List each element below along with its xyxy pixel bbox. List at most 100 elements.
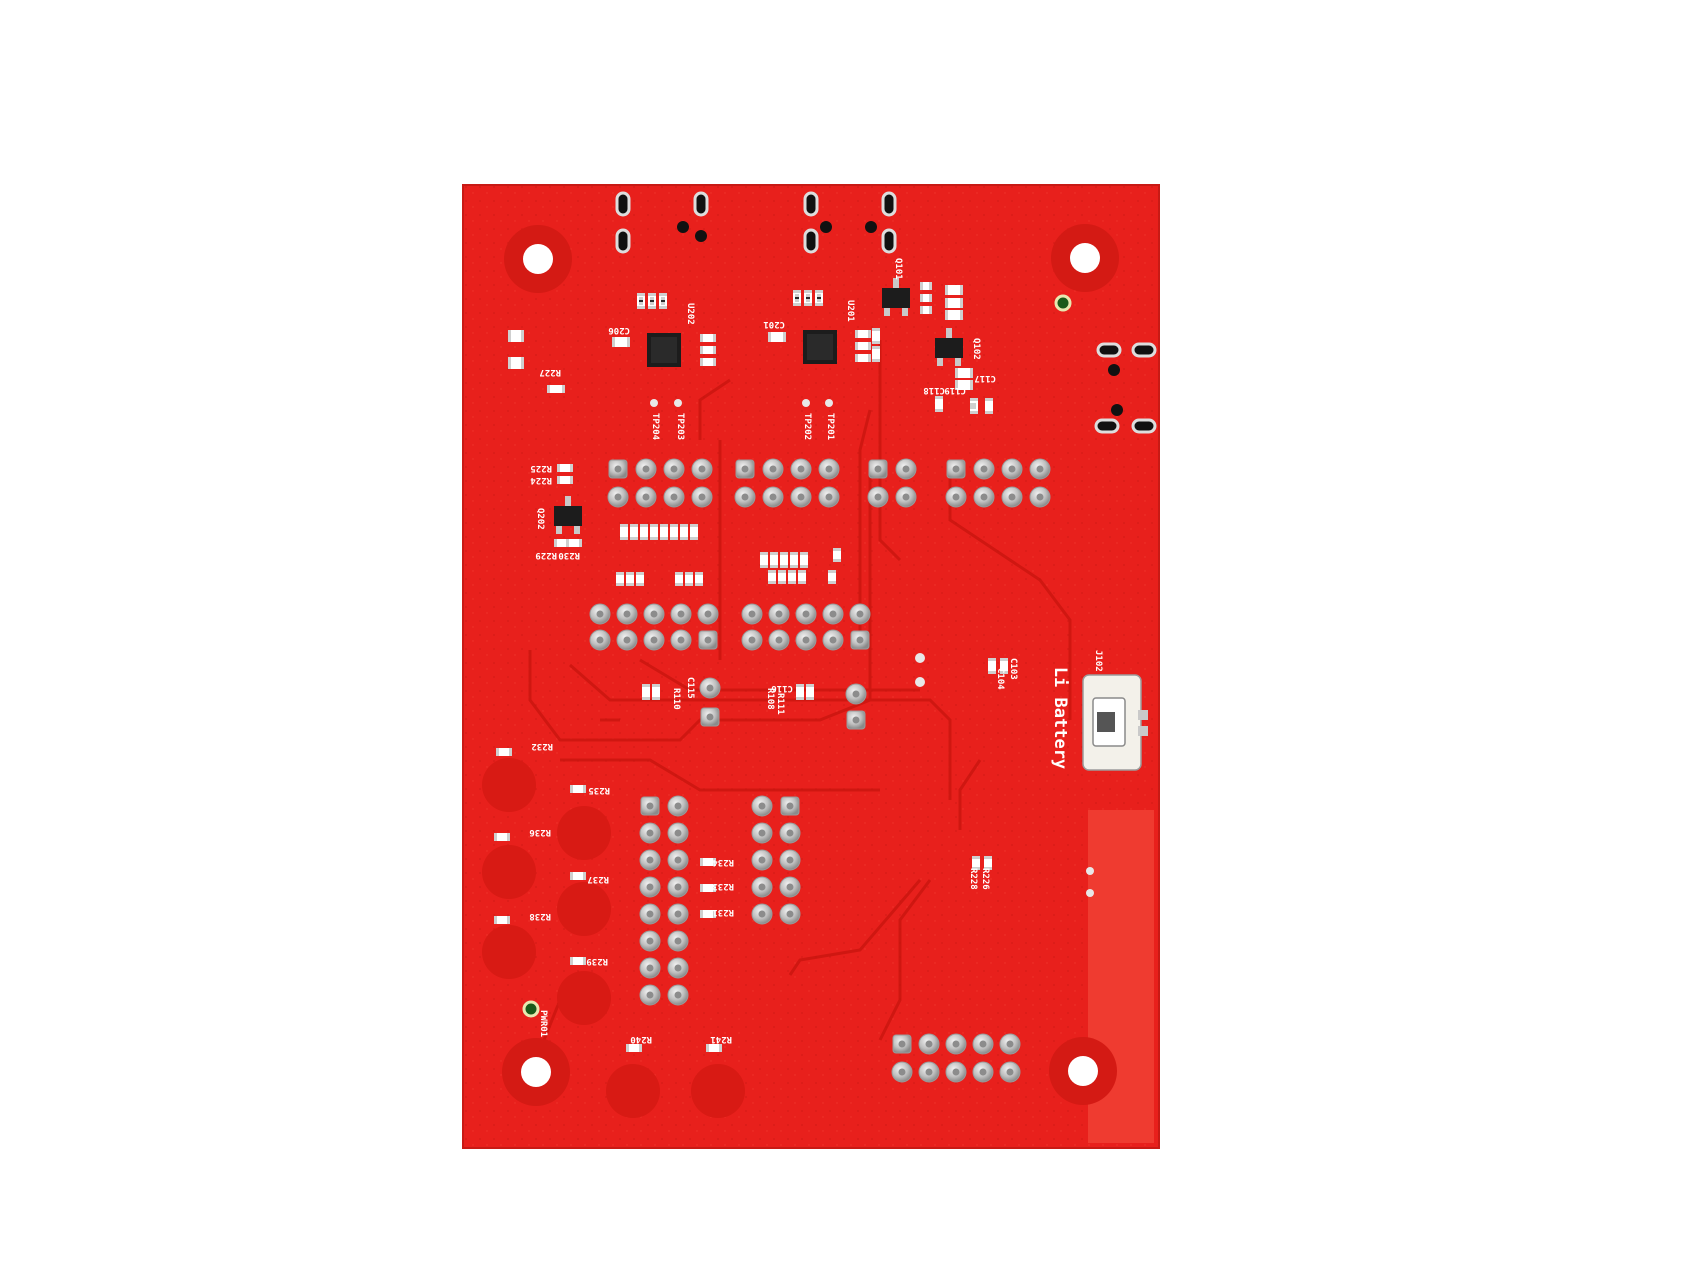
smd-part bbox=[557, 464, 573, 472]
label-q101: Q101 bbox=[893, 258, 903, 280]
label-r230: R230 bbox=[558, 550, 580, 560]
smd-part bbox=[700, 858, 716, 866]
smd-part bbox=[680, 524, 688, 540]
label-r238: R238 bbox=[529, 911, 551, 921]
through-hole-pin bbox=[845, 683, 867, 705]
label-c103: C103 bbox=[1008, 658, 1018, 680]
label-r111: R111 bbox=[775, 693, 785, 715]
smd-part bbox=[570, 785, 586, 793]
smd-part bbox=[661, 297, 665, 305]
label-q102: Q102 bbox=[971, 338, 981, 360]
smd-part bbox=[636, 572, 644, 586]
transistor-q202 bbox=[554, 496, 582, 534]
label-pwr01: PWR01 bbox=[538, 1010, 548, 1037]
through-hole-pin bbox=[972, 1033, 994, 1055]
smd-part bbox=[778, 570, 786, 584]
label-u201: U201 bbox=[845, 300, 855, 322]
smd-part bbox=[920, 282, 932, 290]
smd-part bbox=[972, 856, 980, 870]
smd-part bbox=[494, 916, 510, 924]
through-hole-pin bbox=[790, 486, 812, 508]
through-hole-pin bbox=[779, 903, 801, 925]
smd-part bbox=[547, 385, 565, 393]
mounting-hole-bottom-left bbox=[502, 1038, 570, 1106]
through-hole-pin bbox=[589, 603, 611, 625]
smd-part bbox=[494, 833, 510, 841]
through-hole-pin bbox=[643, 603, 665, 625]
label-u202: U202 bbox=[685, 303, 695, 325]
label-r226: R226 bbox=[980, 868, 990, 890]
label-r228: R228 bbox=[968, 868, 978, 890]
smd-part bbox=[695, 572, 703, 586]
through-hole-pin bbox=[818, 486, 840, 508]
through-hole-pin bbox=[822, 603, 844, 625]
smd-part bbox=[557, 476, 573, 484]
through-hole-pin bbox=[608, 459, 628, 479]
smd-part bbox=[1000, 658, 1008, 674]
smd-part bbox=[806, 294, 810, 302]
label-c116: C116 bbox=[771, 683, 793, 693]
battery-connector-j102 bbox=[1082, 674, 1148, 771]
through-hole-pin bbox=[780, 796, 800, 816]
through-hole-pin bbox=[667, 876, 689, 898]
label-r108: R108 bbox=[765, 688, 775, 710]
through-hole-pin bbox=[699, 677, 721, 699]
smd-part bbox=[508, 357, 524, 369]
label-j102: J102 bbox=[1093, 650, 1103, 672]
smd-part bbox=[855, 354, 871, 362]
smd-part bbox=[630, 524, 638, 540]
smd-part bbox=[945, 285, 963, 295]
smd-part bbox=[828, 570, 836, 584]
label-r239: R239 bbox=[586, 956, 608, 966]
through-hole-pin bbox=[643, 629, 665, 651]
smd-part bbox=[660, 524, 668, 540]
through-hole-pin bbox=[918, 1061, 940, 1083]
through-hole-pin bbox=[1001, 458, 1023, 480]
through-hole-pin bbox=[795, 629, 817, 651]
label-tp203: TP203 bbox=[675, 413, 685, 440]
through-hole-pin bbox=[667, 849, 689, 871]
through-hole-pin bbox=[691, 458, 713, 480]
through-hole-pin bbox=[667, 903, 689, 925]
through-hole-pin bbox=[1029, 486, 1051, 508]
misc-vias bbox=[522, 399, 1094, 1018]
smd-part bbox=[700, 910, 716, 918]
mounting-hole-top-right bbox=[1051, 224, 1119, 292]
through-hole-pin bbox=[639, 849, 661, 871]
smd-part bbox=[935, 396, 943, 412]
through-hole-pin bbox=[691, 486, 713, 508]
transistor-q102 bbox=[935, 328, 963, 366]
through-hole-pin bbox=[868, 459, 888, 479]
smd-part bbox=[640, 524, 648, 540]
through-hole-pin bbox=[697, 603, 719, 625]
label-tp202: TP202 bbox=[802, 413, 812, 440]
label-r225: R225 bbox=[530, 463, 552, 473]
through-hole-pin bbox=[635, 486, 657, 508]
through-hole-pin bbox=[973, 458, 995, 480]
through-hole-pin bbox=[1029, 458, 1051, 480]
smd-part bbox=[833, 548, 841, 562]
through-hole-pin bbox=[751, 795, 773, 817]
smd-part bbox=[790, 552, 798, 568]
smd-part bbox=[639, 297, 643, 305]
label-c115: C115 bbox=[685, 677, 695, 699]
label-r229: R229 bbox=[535, 550, 557, 560]
smd-part bbox=[508, 330, 524, 342]
label-c119: C119 bbox=[944, 385, 966, 395]
smd-part bbox=[955, 380, 973, 390]
smd-part bbox=[798, 570, 806, 584]
smd-part bbox=[855, 342, 871, 350]
through-hole-pin bbox=[892, 1034, 912, 1054]
label-r240: R240 bbox=[630, 1034, 652, 1044]
smd-part bbox=[685, 572, 693, 586]
smd-part bbox=[788, 570, 796, 584]
smd-part bbox=[985, 398, 993, 414]
through-hole-pin bbox=[768, 629, 790, 651]
through-hole-pin bbox=[945, 486, 967, 508]
smd-part bbox=[616, 572, 624, 586]
smd-part bbox=[988, 658, 996, 674]
through-hole-pin bbox=[945, 1061, 967, 1083]
through-hole-pins bbox=[589, 458, 1051, 1083]
label-r234: R234 bbox=[712, 857, 734, 867]
through-hole-pin bbox=[867, 486, 889, 508]
